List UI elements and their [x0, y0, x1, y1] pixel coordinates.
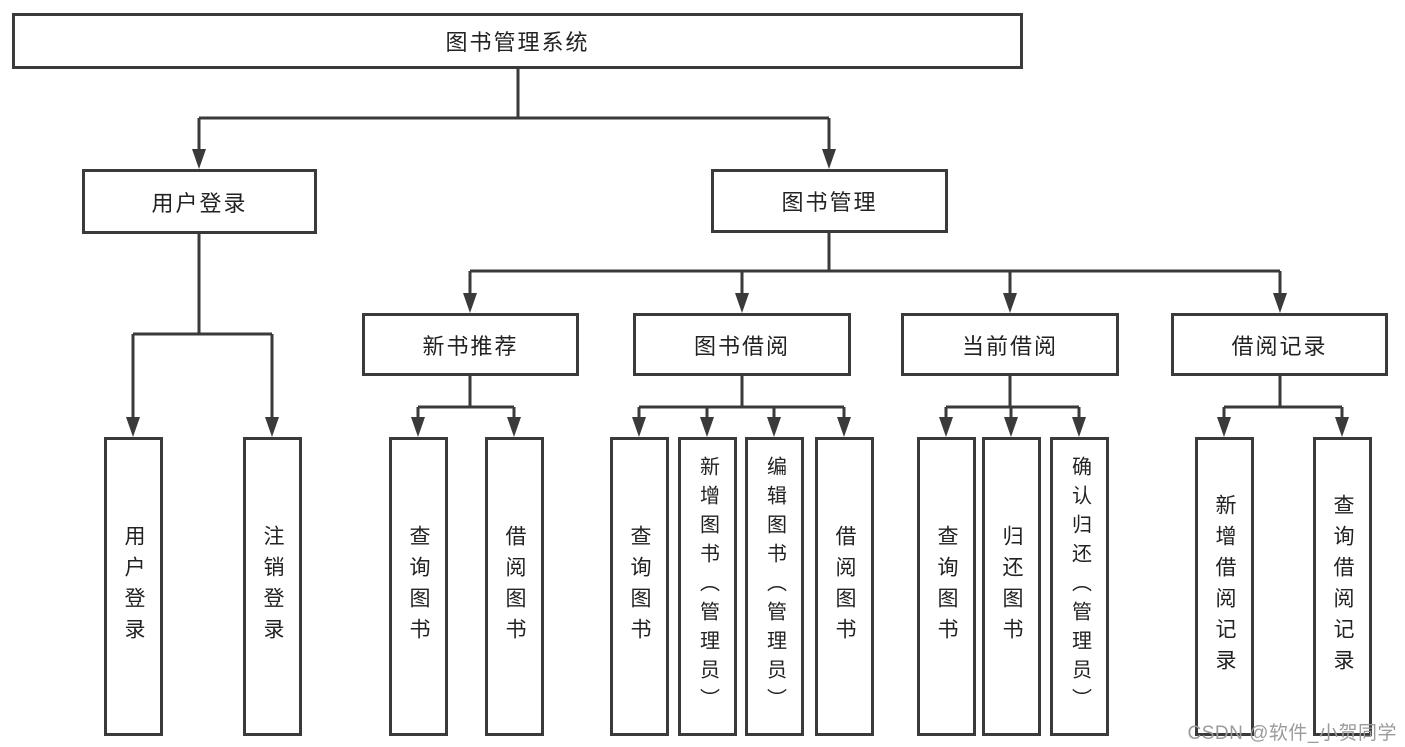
node-leaf-confirm-return: 确认归还（管理员） — [1050, 437, 1109, 736]
node-current-borrowing: 当前借阅 — [901, 313, 1119, 376]
node-label-system-root: 图书管理系统 — [445, 30, 590, 55]
node-leaf-query-book-3: 查询图书 — [917, 437, 976, 736]
node-leaf-query-book-2: 查询图书 — [610, 437, 669, 736]
node-label-leaf-borrow-book-1: 借阅图书 — [503, 524, 526, 649]
node-label-leaf-borrow-book-2: 借阅图书 — [833, 524, 856, 649]
node-label-leaf-query-book-2: 查询图书 — [628, 524, 651, 649]
node-leaf-add-borrow-record: 新增借阅记录 — [1195, 437, 1254, 736]
watermark-text: CSDN @软件_小贺同学 — [1187, 723, 1397, 744]
node-system-root: 图书管理系统 — [12, 13, 1023, 69]
node-label-leaf-query-book-1: 查询图书 — [407, 524, 430, 649]
node-label-leaf-query-borrow-record: 查询借阅记录 — [1331, 493, 1354, 680]
node-label-leaf-user-login: 用户登录 — [122, 524, 145, 649]
node-new-book-recommend: 新书推荐 — [362, 313, 579, 376]
node-label-leaf-add-book-admin: 新增图书（管理员） — [696, 456, 719, 717]
node-leaf-borrow-book-2: 借阅图书 — [815, 437, 874, 736]
node-label-leaf-logout: 注销登录 — [261, 524, 284, 649]
node-label-leaf-confirm-return: 确认归还（管理员） — [1068, 456, 1091, 717]
node-leaf-return-book: 归还图书 — [982, 437, 1041, 736]
node-label-user-login: 用户登录 — [151, 190, 248, 216]
node-label-borrowing-records: 借阅记录 — [1231, 333, 1328, 359]
node-book-management: 图书管理 — [711, 169, 948, 233]
node-leaf-query-borrow-record: 查询借阅记录 — [1313, 437, 1372, 736]
node-leaf-logout: 注销登录 — [243, 437, 302, 736]
node-label-book-borrowing: 图书借阅 — [693, 333, 790, 359]
node-label-current-borrowing: 当前借阅 — [961, 333, 1058, 359]
node-label-leaf-edit-book-admin: 编辑图书（管理员） — [763, 456, 786, 717]
node-leaf-user-login: 用户登录 — [104, 437, 163, 736]
node-book-borrowing: 图书借阅 — [633, 313, 851, 376]
node-label-leaf-add-borrow-record: 新增借阅记录 — [1213, 493, 1236, 680]
node-leaf-edit-book-admin: 编辑图书（管理员） — [745, 437, 804, 736]
node-user-login: 用户登录 — [82, 169, 317, 234]
node-leaf-add-book-admin: 新增图书（管理员） — [678, 437, 737, 736]
node-label-book-management: 图书管理 — [781, 190, 878, 215]
node-label-new-book-recommend: 新书推荐 — [422, 333, 519, 359]
node-borrowing-records: 借阅记录 — [1171, 313, 1388, 376]
node-leaf-borrow-book-1: 借阅图书 — [485, 437, 544, 736]
node-label-leaf-query-book-3: 查询图书 — [935, 524, 958, 649]
node-label-leaf-return-book: 归还图书 — [1000, 524, 1023, 649]
node-leaf-query-book-1: 查询图书 — [389, 437, 448, 736]
